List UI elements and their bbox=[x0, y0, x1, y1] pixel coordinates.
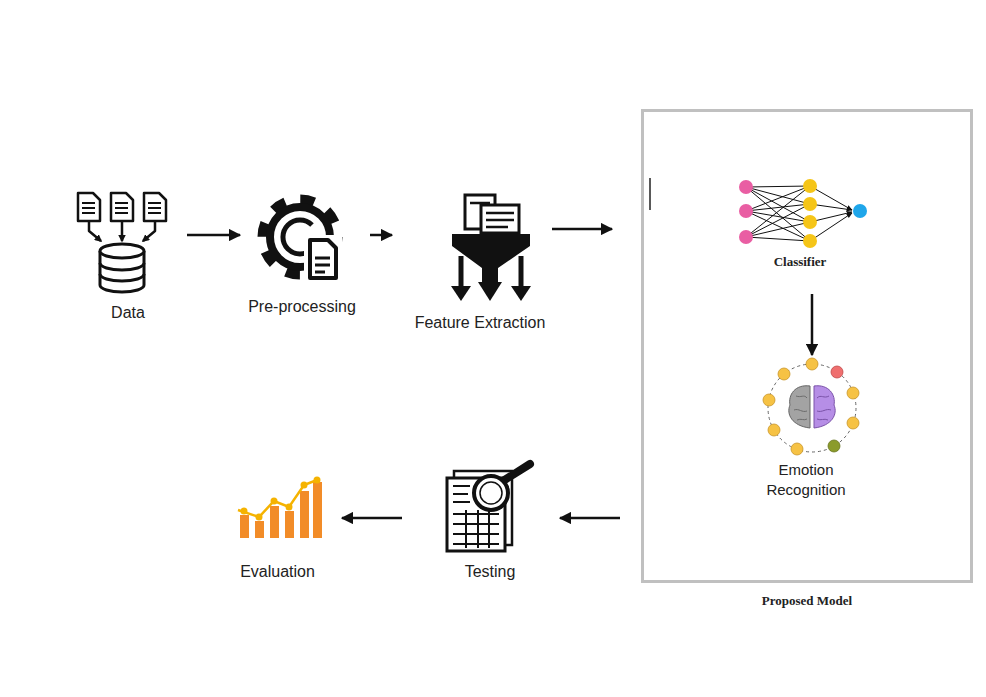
magnifier-glass bbox=[480, 482, 502, 504]
document-lines bbox=[315, 258, 330, 272]
document-lines bbox=[82, 203, 95, 213]
node-label: Testing bbox=[440, 562, 540, 581]
bar bbox=[255, 521, 264, 538]
process-step: Data bbox=[70, 185, 186, 325]
funnel-arrow-shaft bbox=[519, 256, 524, 288]
testing-icon bbox=[447, 464, 530, 551]
flow-arrow bbox=[187, 234, 240, 237]
emoji-face bbox=[806, 358, 818, 370]
hidden-neuron bbox=[803, 215, 817, 229]
document-icon bbox=[144, 193, 166, 221]
trend-point bbox=[241, 508, 248, 515]
input-neuron bbox=[739, 180, 753, 194]
network-links bbox=[746, 186, 810, 241]
emoji-face bbox=[847, 387, 859, 399]
database-top bbox=[100, 244, 144, 258]
process-step: Feature Extraction bbox=[408, 185, 552, 335]
small-arrow bbox=[143, 222, 155, 241]
paper-table bbox=[453, 510, 499, 548]
node-label: Emotion Recognition bbox=[751, 460, 861, 500]
document-icon bbox=[78, 193, 100, 221]
input-neuron bbox=[739, 230, 753, 244]
emoji-face bbox=[847, 417, 859, 429]
data-icon bbox=[78, 193, 166, 292]
flow-arrow bbox=[342, 517, 402, 520]
output-neuron bbox=[853, 204, 867, 218]
model-group-box: Proposed ModelClassifierEmotion Recognit… bbox=[641, 109, 973, 583]
node-label: Evaluation bbox=[225, 562, 330, 581]
trend-point bbox=[271, 498, 278, 505]
document-lines bbox=[115, 203, 128, 213]
cursor-mark bbox=[649, 178, 651, 210]
trend-point bbox=[286, 504, 293, 511]
document-lines bbox=[470, 203, 514, 227]
brain-right bbox=[814, 386, 835, 428]
evaluation-icon bbox=[238, 477, 322, 539]
bar bbox=[240, 515, 249, 538]
document-outline bbox=[310, 240, 336, 278]
bar bbox=[270, 506, 279, 538]
emoji-face bbox=[831, 366, 843, 378]
trend-point bbox=[314, 477, 321, 484]
process-step: Testing bbox=[440, 455, 540, 585]
node-label: Classifier bbox=[735, 254, 865, 270]
bar bbox=[285, 511, 294, 538]
emoji-face bbox=[763, 394, 775, 406]
database-bands bbox=[100, 263, 144, 281]
gear-mask bbox=[304, 235, 342, 283]
funnel-icon bbox=[451, 195, 531, 301]
flow-arrow bbox=[552, 228, 612, 231]
emoji-face bbox=[828, 440, 840, 452]
magnifier-lens bbox=[474, 476, 508, 510]
flow-arrow bbox=[560, 517, 620, 520]
input-neuron bbox=[739, 204, 753, 218]
paper-lines bbox=[453, 486, 470, 502]
classifier-step: Classifier bbox=[735, 172, 865, 272]
flow-arrow bbox=[811, 294, 814, 355]
hidden-neuron bbox=[803, 197, 817, 211]
network-link bbox=[810, 213, 852, 241]
emoji-face bbox=[791, 443, 803, 455]
flow-arrow bbox=[370, 234, 392, 237]
document-outline bbox=[144, 193, 166, 221]
trend-point bbox=[301, 482, 308, 489]
node-label: Feature Extraction bbox=[408, 313, 552, 332]
bar bbox=[313, 482, 322, 538]
brain-folds bbox=[817, 396, 831, 420]
document-outline bbox=[111, 193, 133, 221]
funnel-arrow bbox=[451, 286, 471, 301]
document-outline bbox=[78, 193, 100, 221]
brain-folds bbox=[794, 396, 807, 420]
small-arrow bbox=[121, 222, 124, 241]
dashed-ring bbox=[768, 364, 856, 452]
funnel-arrow-shaft bbox=[459, 256, 464, 288]
bar bbox=[300, 491, 309, 538]
hidden-neuron bbox=[803, 179, 817, 193]
process-step: Pre-processing bbox=[240, 185, 364, 320]
process-step: Evaluation bbox=[225, 470, 330, 585]
funnel-body bbox=[452, 234, 530, 282]
brain-left bbox=[789, 386, 810, 428]
node-label: Data bbox=[70, 303, 186, 322]
hidden-neuron bbox=[803, 234, 817, 248]
document-lines bbox=[148, 203, 161, 213]
emotion-icon bbox=[763, 358, 859, 455]
funnel-arrow bbox=[511, 286, 531, 301]
neural-network-icon bbox=[739, 179, 867, 248]
small-arrow bbox=[89, 222, 101, 241]
emoji-face bbox=[768, 424, 780, 436]
node-label: Pre-processing bbox=[240, 297, 364, 316]
funnel-arrow bbox=[478, 282, 502, 301]
document-icon bbox=[111, 193, 133, 221]
trend-point bbox=[256, 514, 263, 521]
emotion-step: Emotion Recognition bbox=[751, 358, 861, 503]
trend-line bbox=[238, 480, 317, 517]
emoji-face bbox=[778, 368, 790, 380]
node-label: Proposed Model bbox=[644, 593, 970, 609]
gear-icon bbox=[263, 200, 342, 283]
magnifier-handle bbox=[503, 464, 530, 481]
